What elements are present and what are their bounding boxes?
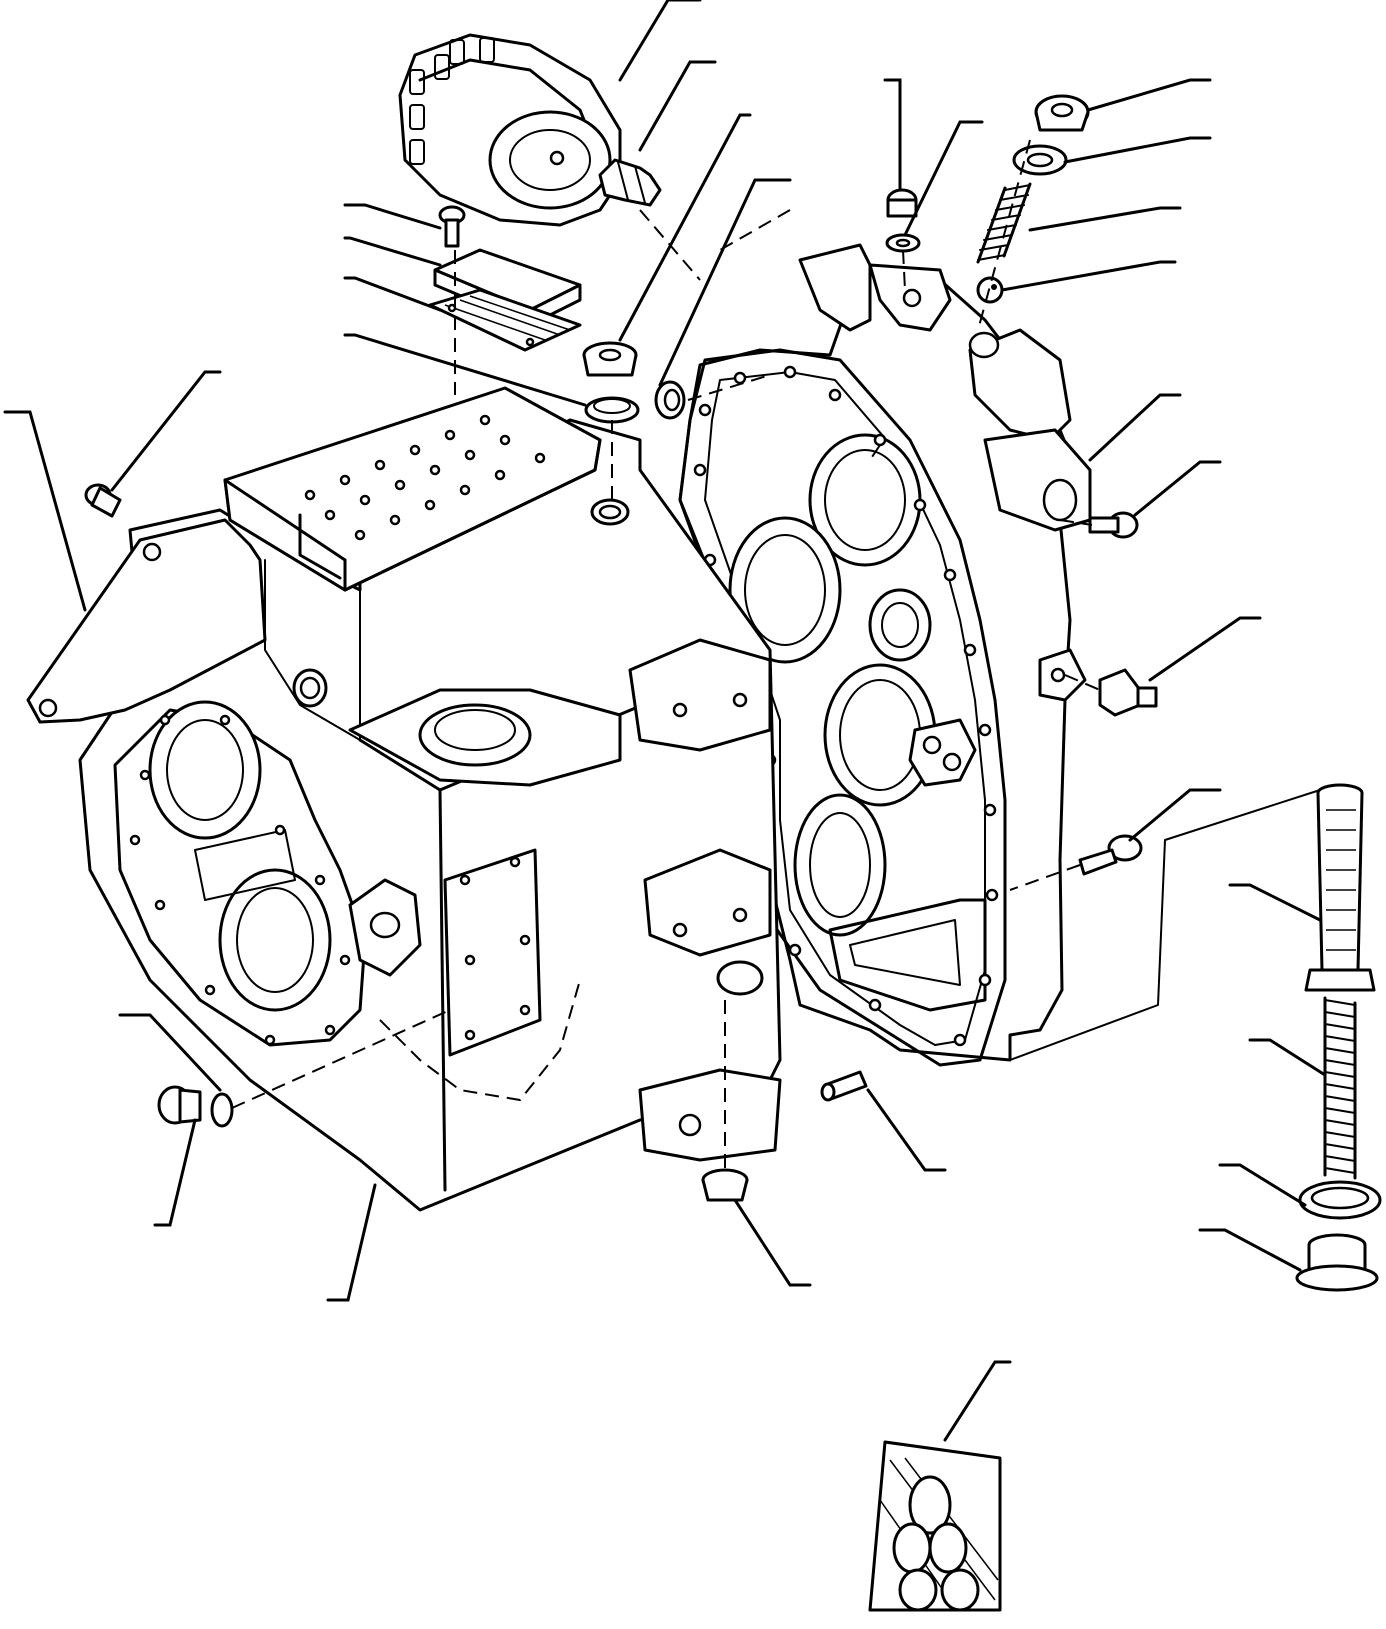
side-gasket [26, 518, 267, 724]
transmission-housing [78, 386, 782, 1212]
cover-gasket [428, 288, 582, 352]
drain-plug [582, 341, 638, 377]
dowel-pin [820, 1070, 868, 1102]
temperature-switch [1098, 668, 1158, 717]
seal-kit-bag [868, 1440, 1002, 1612]
filter-nipple [598, 158, 662, 207]
dipstick-seal [1298, 1180, 1382, 1220]
valve-spring [976, 182, 1032, 264]
side-plug [157, 1085, 234, 1128]
callout-leaders [3, 0, 1327, 1442]
banjo-screw [1088, 511, 1139, 539]
valve-plug [1034, 94, 1090, 132]
bolt-upper-left [84, 483, 122, 518]
rear-housing [678, 243, 1092, 1067]
check-ball [976, 276, 1004, 304]
dipstick-cap [1295, 1233, 1379, 1292]
dipstick-tube [1304, 783, 1376, 992]
plug-seal [584, 396, 640, 424]
dipstick-spring [1323, 996, 1357, 1180]
top-rear-plug [885, 188, 921, 253]
bolt [1078, 834, 1143, 876]
lower-drain-plug [701, 1168, 749, 1202]
o-ring [654, 380, 686, 420]
cover-screw [438, 205, 466, 248]
oil-filter [398, 33, 622, 227]
